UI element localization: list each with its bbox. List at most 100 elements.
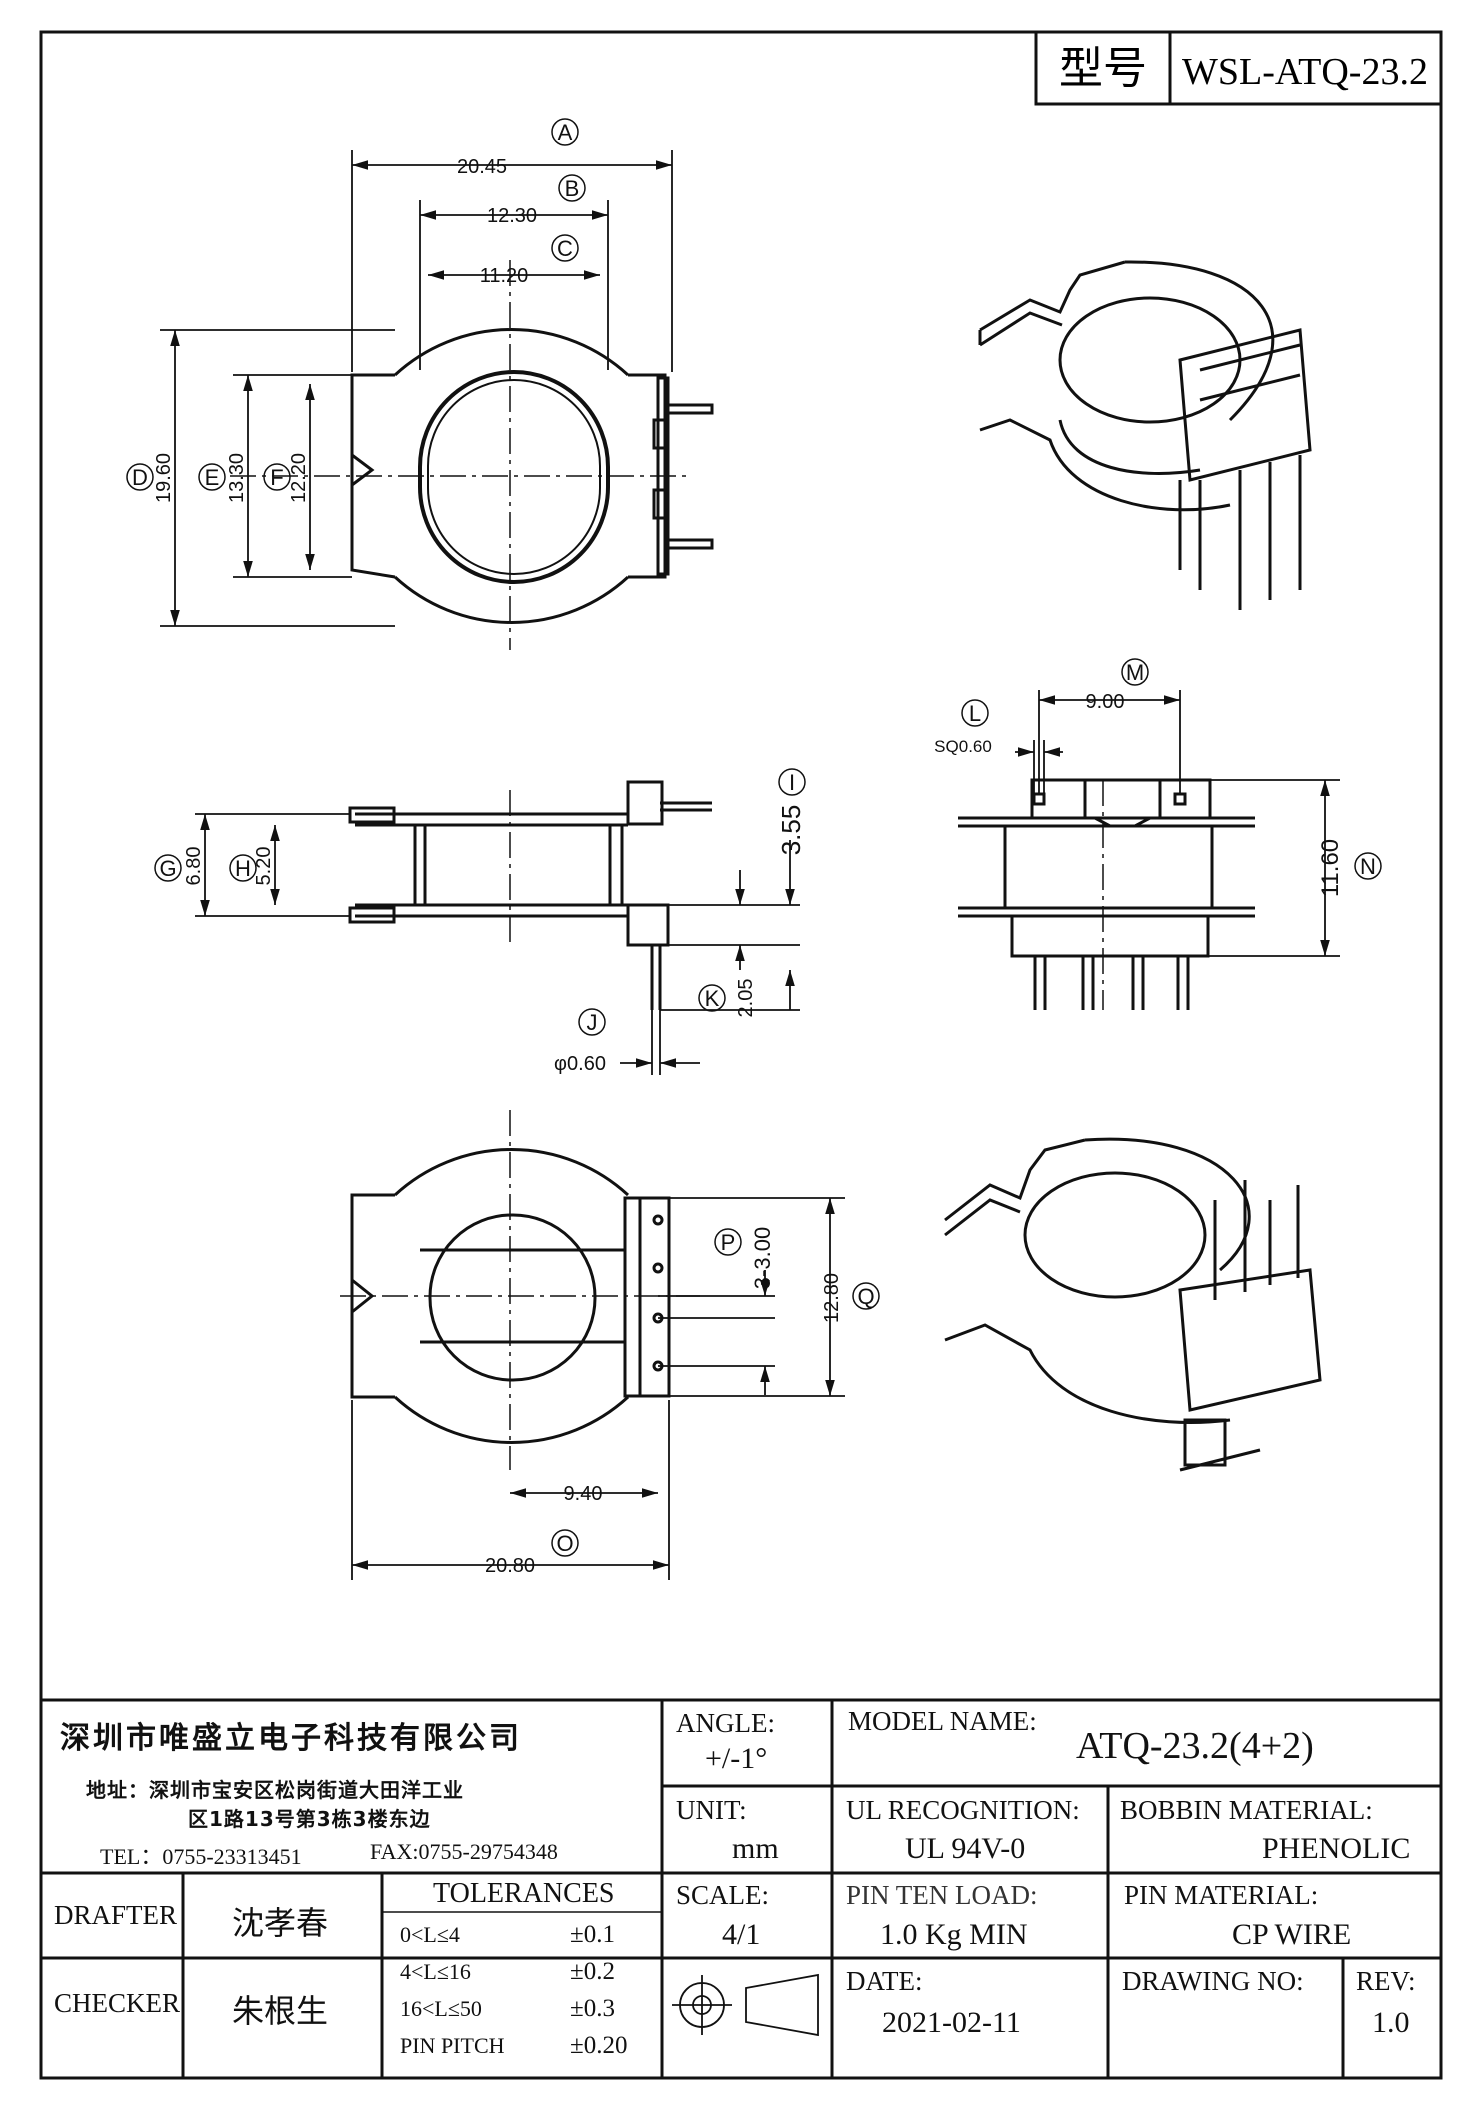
top-view: [350, 328, 714, 624]
tolerance-row: 0<L≤4 ±0.1: [400, 1916, 660, 1953]
dim-tag-o: O: [551, 1529, 579, 1557]
svg-text:E: E: [205, 465, 220, 490]
dim-tag-m: M: [1121, 658, 1149, 686]
svg-text:J: J: [587, 1010, 598, 1035]
svg-text:C: C: [557, 236, 573, 261]
dim-value-j: φ0.60: [554, 1053, 606, 1075]
dim-value-d: 19.60: [153, 453, 175, 503]
model-name-value: ATQ-23.2(4+2): [1076, 1725, 1314, 1767]
svg-text:K: K: [705, 986, 720, 1011]
svg-text:P: P: [721, 1230, 736, 1255]
dim-tag-b: B: [558, 174, 586, 202]
rev-label: REV:: [1356, 1966, 1416, 1996]
dim-tag-l: L: [961, 699, 989, 727]
tolerance-value: ±0.20: [570, 2032, 628, 2059]
title-block-grid: [41, 1698, 1441, 2078]
checker-label: CHECKER: [54, 1988, 181, 2018]
pin-material-label: PIN MATERIAL:: [1124, 1880, 1319, 1910]
svg-text:H: H: [235, 856, 251, 881]
dim-tag-i: I: [778, 768, 806, 796]
tolerance-range: 16<L≤50: [400, 1996, 482, 2021]
svg-text:F: F: [270, 465, 283, 490]
svg-text:N: N: [1360, 854, 1376, 879]
svg-text:O: O: [556, 1531, 573, 1556]
dim-tag-h: H: [229, 854, 257, 882]
pin-material-value: CP WIRE: [1232, 1918, 1352, 1951]
dim-value-m: 9.00: [1086, 691, 1125, 713]
dim-value-c: 11.20: [480, 265, 529, 287]
dim-value-q: 12.80: [821, 1273, 843, 1323]
tolerance-range: 4<L≤16: [400, 1959, 471, 1984]
isometric-view-bottom: [944, 1137, 1322, 1472]
dim-tag-n: N: [1354, 852, 1382, 880]
dim-value-o: 20.80: [485, 1555, 535, 1577]
scale-value: 4/1: [722, 1918, 761, 1951]
drafter-name: 沈孝春: [232, 1904, 329, 1942]
dim-tag-k: K: [698, 984, 726, 1012]
dim-value-p: 3-3.00: [750, 1227, 775, 1289]
dim-tag-j: J: [578, 1008, 606, 1036]
dim-tag-e: E: [198, 463, 226, 491]
isometric-view-top: [978, 260, 1312, 610]
pin-ten-load-value: 1.0 Kg MIN: [880, 1918, 1028, 1951]
dim-value-a: 20.45: [457, 156, 507, 178]
svg-text:D: D: [132, 465, 148, 490]
dimension-lines: [160, 150, 1340, 1580]
front-view: [958, 778, 1255, 1010]
svg-text:Q: Q: [857, 1284, 874, 1309]
side-view: [348, 780, 712, 1010]
company-tel: TEL：0755-23313451: [100, 1844, 302, 1869]
drawing-no-label: DRAWING NO:: [1122, 1966, 1304, 1996]
svg-text:A: A: [558, 120, 573, 145]
angle-value: +/-1°: [705, 1742, 768, 1775]
svg-text:M: M: [1126, 660, 1144, 685]
svg-text:L: L: [969, 701, 981, 726]
dim-value-i: 3.55: [776, 805, 806, 856]
dim-value-k: 2.05: [735, 979, 757, 1018]
company-fax: FAX:0755-29754348: [370, 1839, 558, 1864]
bobbin-material-value: PHENOLIC: [1262, 1832, 1411, 1865]
drafter-label: DRAFTER: [54, 1900, 178, 1930]
tolerances-title: TOLERANCES: [433, 1878, 615, 1909]
svg-text:I: I: [789, 770, 795, 795]
dim-value-n: 11.60: [1317, 839, 1344, 897]
dim-value-r: 9.40: [564, 1483, 603, 1505]
scale-label: SCALE:: [676, 1880, 770, 1910]
company-address-line-2: 区1路13号第3栋3楼东边: [188, 1807, 431, 1831]
tolerance-row: PIN PITCH ±0.20: [400, 2027, 660, 2064]
bobbin-material-label: BOBBIN MATERIAL:: [1120, 1795, 1373, 1825]
dim-value-g: 6.80: [183, 847, 205, 886]
unit-value: mm: [732, 1832, 779, 1865]
tolerance-value: ±0.3: [570, 1995, 615, 2022]
tolerance-value: ±0.2: [570, 1958, 615, 1985]
dim-tag-p: P: [714, 1228, 742, 1256]
dim-tag-q: Q: [852, 1282, 880, 1310]
svg-text:G: G: [159, 856, 176, 881]
checker-name: 朱根生: [232, 1992, 329, 2030]
dim-value-e: 13.30: [226, 453, 248, 503]
projection-symbol-icon: [672, 1973, 819, 2037]
tolerance-row: 16<L≤50 ±0.3: [400, 1990, 660, 2027]
tolerance-table: 0<L≤4 ±0.1 4<L≤16 ±0.2 16<L≤50 ±0.3 PIN …: [400, 1916, 660, 2064]
unit-label: UNIT:: [676, 1795, 747, 1825]
tolerance-range: 0<L≤4: [400, 1922, 460, 1947]
company-address-line-1: 地址：深圳市宝安区松岗街道大田洋工业: [86, 1778, 464, 1802]
dim-value-l: SQ0.60: [934, 737, 992, 756]
model-name-label: MODEL NAME:: [848, 1706, 1037, 1736]
tolerance-row: 4<L≤16 ±0.2: [400, 1953, 660, 1990]
dim-tag-a: A: [551, 118, 579, 146]
dim-tag-g: G: [154, 854, 182, 882]
model-header-value: WSL-ATQ-23.2: [1182, 51, 1428, 93]
dim-tag-d: D: [126, 463, 154, 491]
date-value: 2021-02-11: [882, 2006, 1021, 2039]
dim-value-b: 12.30: [487, 205, 537, 227]
dim-value-f: 12.20: [288, 453, 310, 503]
dim-value-h: 5.20: [253, 847, 275, 886]
model-header-box: 型号 WSL-ATQ-23.2: [1034, 30, 1443, 106]
dim-tag-c: C: [551, 234, 579, 262]
pin-ten-load-label: PIN TEN LOAD:: [846, 1880, 1038, 1910]
dim-tag-f: F: [263, 463, 291, 491]
tolerance-value: ±0.1: [570, 1921, 615, 1948]
company-name: 深圳市唯盛立电子科技有限公司: [60, 1721, 522, 1756]
